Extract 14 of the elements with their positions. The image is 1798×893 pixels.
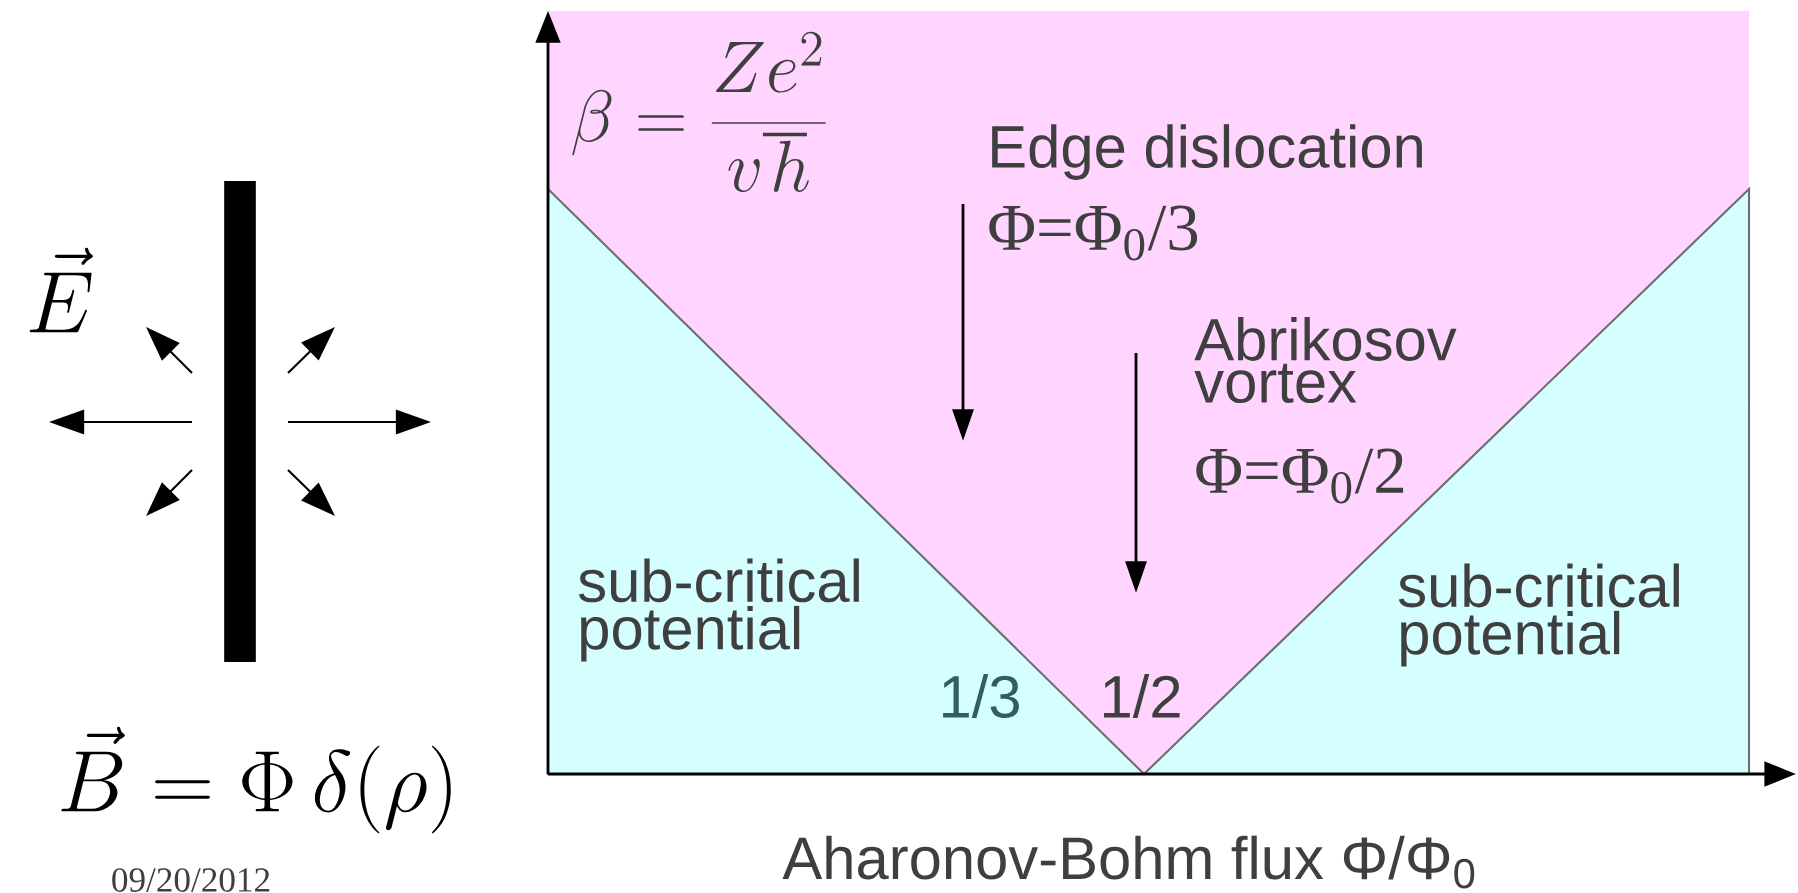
field-symbol: $\vec{E}$ [29,247,93,333]
region-label: sub-critical potential [1398,563,1679,667]
tick-label: 1/3 [943,674,1019,718]
formula: $\beta=\frac{Ze^{2}}{v\hbar}$ [572,31,826,192]
region-label: Edge dislocation [992,124,1422,180]
tick-label: 1/2 [1104,674,1180,718]
flux-value: Φ=Φ$_{0}$/2 [1196,448,1404,504]
region-label: sub-critical potential [578,558,859,662]
formula: $\vec{B}=\Phi\,\delta(\rho)$ [61,726,451,834]
flux-value: Φ=Φ$_{0}$/3 [989,205,1198,261]
region-label: Abrikosov vortex [1194,317,1457,404]
shaded-region [548,11,1750,775]
date-label: 09/20/2012 [112,868,270,892]
axis-label: Aharonov-Bohm flux Φ/Φ$_{0}$ [782,835,1475,889]
